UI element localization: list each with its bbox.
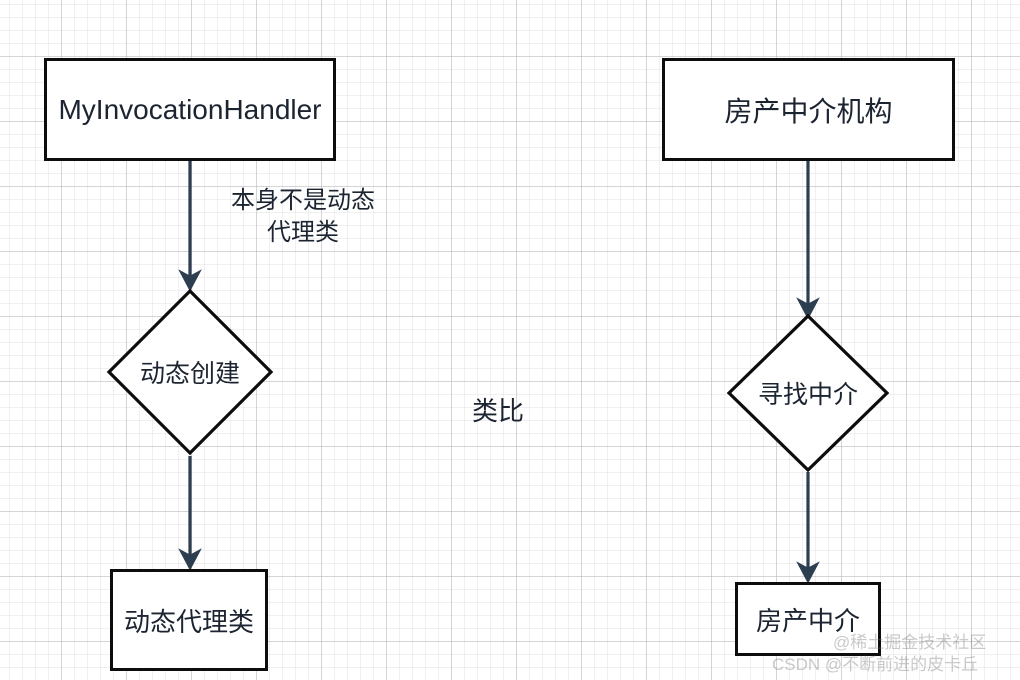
node-label: 寻找中介 xyxy=(757,381,858,409)
node-label: 动态创建 xyxy=(139,360,240,388)
node-dynamic-proxy-class[interactable]: 动态代理类 xyxy=(110,569,268,671)
node-label: 房产中介机构 xyxy=(724,95,893,127)
node-my-invocation-handler[interactable]: MyInvocationHandler xyxy=(44,58,336,161)
node-real-estate-agent[interactable]: 房产中介 xyxy=(735,582,881,656)
diamond-shape xyxy=(106,288,274,456)
node-label: 房产中介 xyxy=(755,605,860,636)
node-find-agent[interactable]: 寻找中介 xyxy=(726,313,890,473)
node-dynamic-create[interactable]: 动态创建 xyxy=(106,288,274,456)
node-real-estate-agency[interactable]: 房产中介机构 xyxy=(662,58,955,161)
center-note-analogy: 类比 xyxy=(472,396,525,426)
edge-label-not-dynamic-proxy: 本身不是动态 代理类 xyxy=(231,187,375,246)
diamond-shape xyxy=(726,313,890,473)
node-label: MyInvocationHandler xyxy=(58,93,322,125)
node-label: 动态代理类 xyxy=(123,606,254,637)
